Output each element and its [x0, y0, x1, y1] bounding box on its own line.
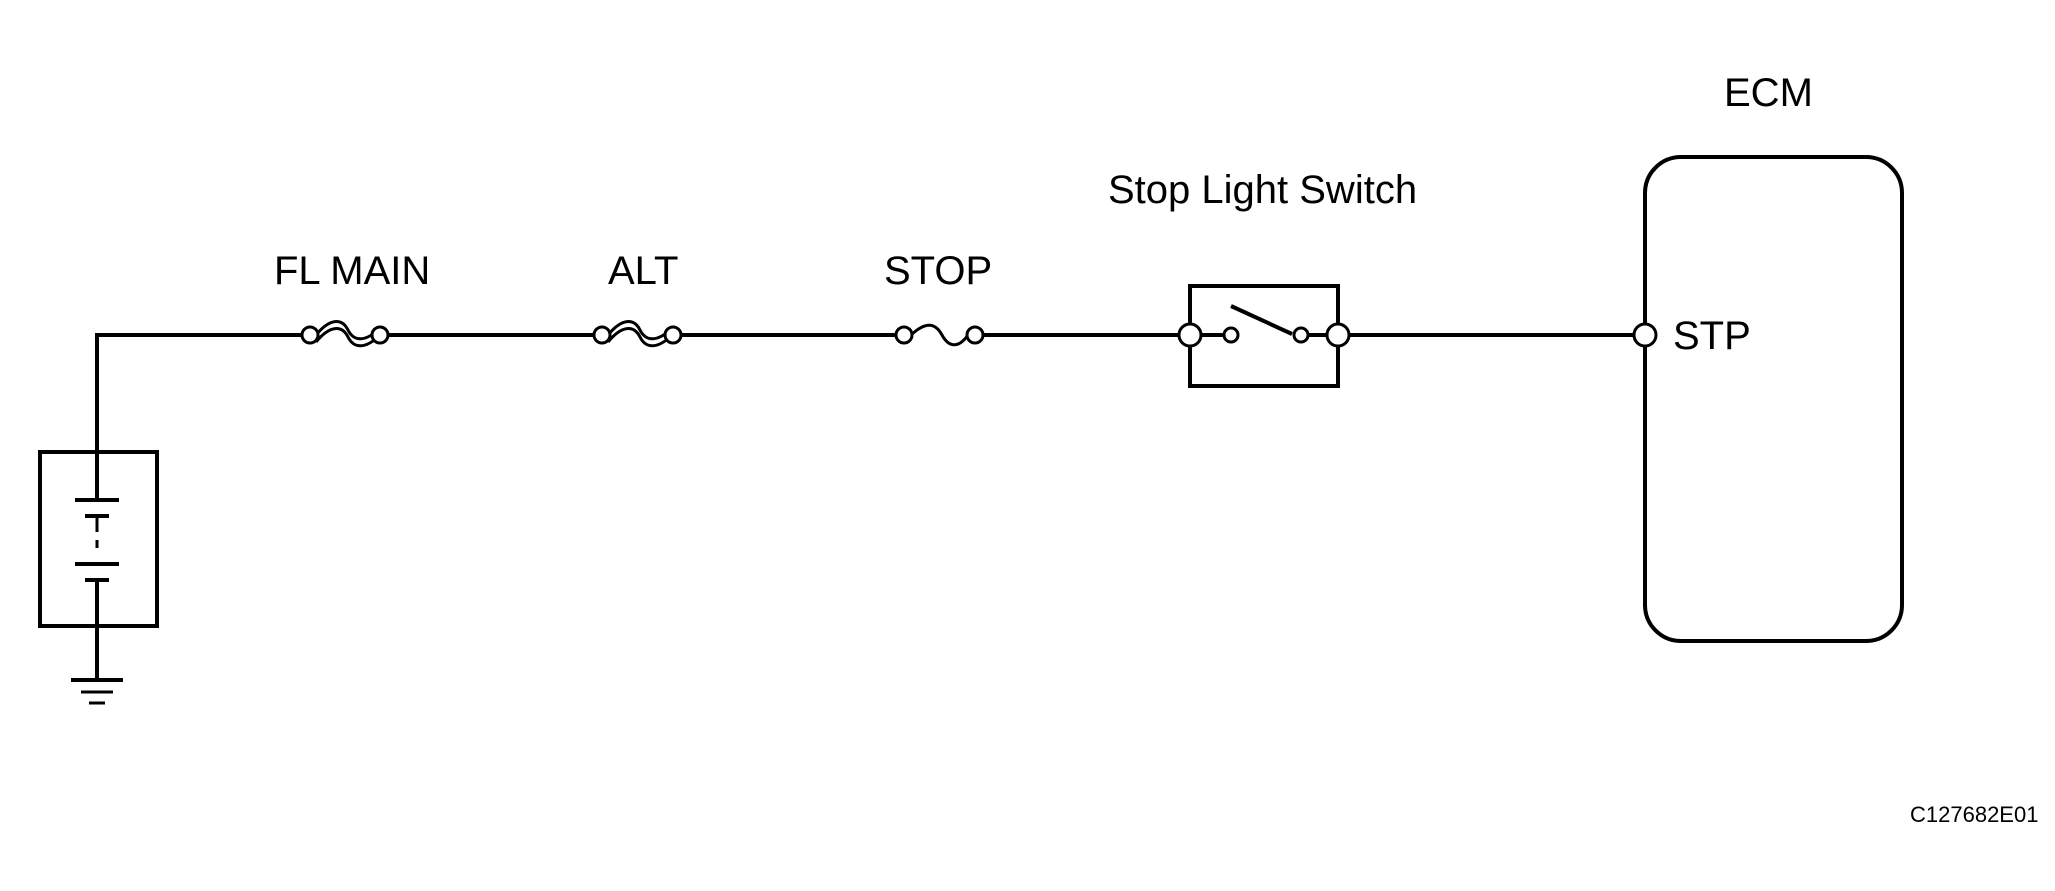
fl-main-fuse	[300, 320, 390, 348]
battery-icon	[38, 450, 159, 628]
switch-icon	[1230, 304, 1293, 336]
stop-light-switch-label: Stop Light Switch	[1108, 168, 1417, 212]
stp-label: STP	[1673, 314, 1751, 358]
ground-icon	[71, 626, 123, 705]
figure-code: C127682E01	[1910, 802, 2038, 827]
ecm-block	[1632, 155, 1904, 643]
alt-label: ALT	[608, 249, 678, 293]
alt-fuse	[592, 320, 683, 348]
ecm-label: ECM	[1724, 71, 1813, 115]
stop-fuse	[894, 323, 985, 347]
main-wire	[95, 333, 1634, 452]
fl-main-label: FL MAIN	[274, 249, 430, 293]
stop-light-switch	[1177, 284, 1351, 388]
stop-label: STOP	[884, 249, 992, 293]
